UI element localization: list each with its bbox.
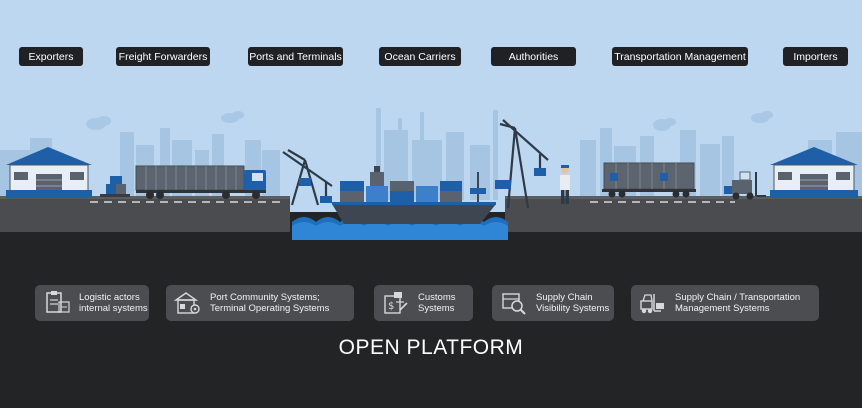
port-scene-illustration [0, 108, 862, 240]
clouds [86, 111, 773, 131]
left-port-crane [282, 149, 333, 206]
actor-label-authorities: Authorities [491, 47, 576, 66]
forklift [724, 171, 766, 200]
left-crane-spreader [320, 196, 332, 203]
system-logistic-actors: Logistic actors internal systems [35, 285, 149, 321]
warehouse-gear-icon [174, 292, 200, 314]
system-supply-chain-visibility-line2: Visibility Systems [536, 303, 610, 314]
right-crane-spreader [534, 168, 546, 176]
system-customs: $ Customs Systems [374, 285, 473, 321]
system-transportation-management-line2: Management Systems [675, 303, 770, 314]
actor-label-exporters: Exporters [19, 47, 83, 66]
forklift-icon [640, 294, 664, 314]
system-customs-line1: Customs [418, 291, 456, 303]
system-transportation-management-line1: Supply Chain / Transportation [675, 291, 801, 303]
actor-label-ocean-carriers: Ocean Carriers [379, 47, 461, 66]
actor-label-ports-and-terminals: Ports and Terminals [248, 47, 343, 66]
system-port-community: Port Community Systems; Terminal Operati… [166, 285, 354, 321]
container-ship [332, 166, 496, 224]
system-port-community-line2: Terminal Operating Systems [210, 303, 330, 314]
actor-label-freight-forwarders: Freight Forwarders [116, 47, 210, 66]
open-platform-title: OPEN PLATFORM [338, 336, 524, 359]
port-worker [560, 165, 570, 204]
freight-train [602, 162, 696, 198]
pallet-stack [100, 176, 130, 197]
system-port-community-line1: Port Community Systems; [210, 291, 320, 303]
container-truck [135, 165, 266, 199]
exporter-warehouse [6, 147, 92, 199]
system-supply-chain-visibility: Supply Chain Visibility Systems [492, 285, 614, 321]
svg-text:$: $ [388, 301, 394, 312]
left-quay [0, 198, 290, 232]
customs-document-icon: $ [384, 292, 408, 314]
right-quay [505, 198, 862, 232]
magnifier-box-icon [502, 293, 526, 315]
right-port-crane [499, 119, 549, 209]
clipboard-icon [46, 291, 70, 313]
system-customs-line2: Systems [418, 303, 455, 314]
actor-label-importers: Importers [783, 47, 848, 66]
system-logistic-actors-line2: internal systems [79, 303, 148, 314]
importer-warehouse [770, 147, 858, 199]
system-transportation-management: Supply Chain / Transportation Management… [631, 285, 819, 321]
system-logistic-actors-line1: Logistic actors [79, 291, 140, 303]
actor-label-transportation-management: Transportation Management [612, 47, 748, 66]
system-supply-chain-visibility-line1: Supply Chain [536, 291, 593, 303]
